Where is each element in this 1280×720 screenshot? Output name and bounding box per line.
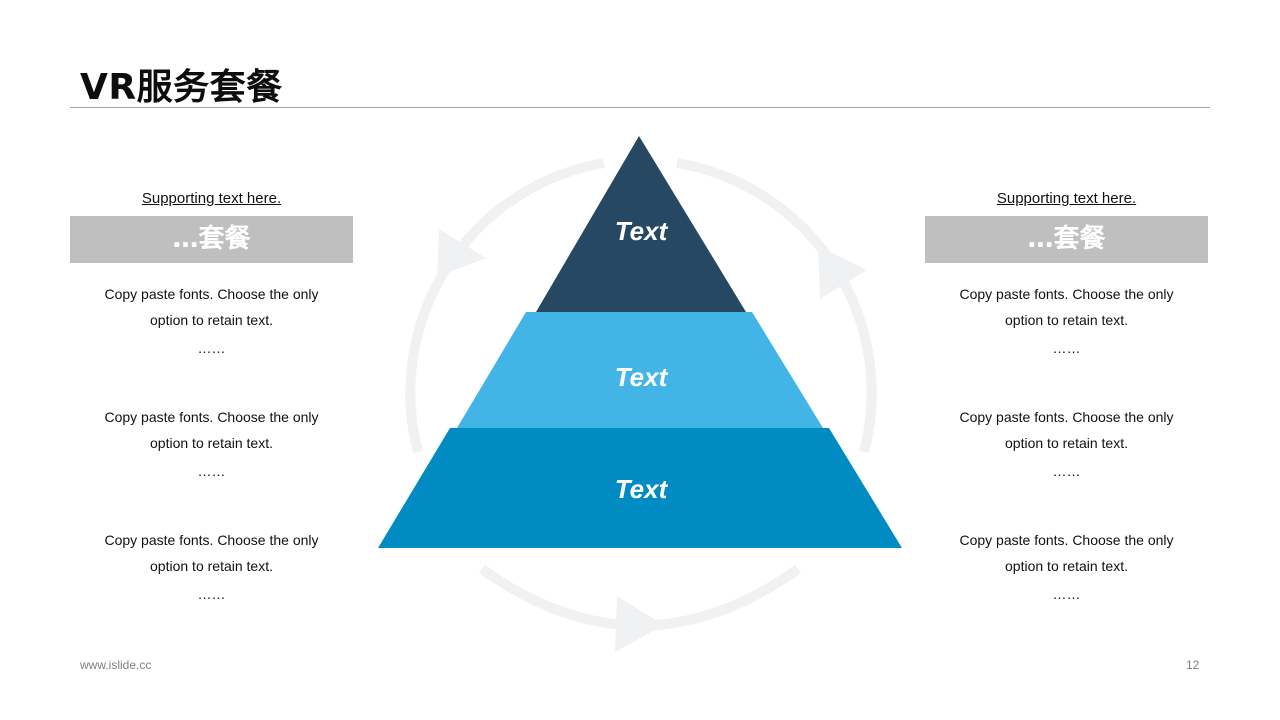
cycle-arrows (405, 158, 877, 652)
left-supporting-text: Supporting text here. (141, 190, 282, 207)
right-ellipsis: …… (1052, 340, 1081, 356)
right-text-block: Copy paste fonts. Choose the only option… (925, 404, 1208, 527)
left-text-block: Copy paste fonts. Choose the only option… (70, 404, 353, 527)
left-text-line-2: option to retain text. (150, 558, 273, 574)
left-text-line-2: option to retain text. (150, 312, 273, 328)
left-text-line-1: Copy paste fonts. Choose the only (104, 286, 319, 302)
left-text-block: Copy paste fonts. Choose the only option… (70, 281, 353, 404)
footer-url: www.islide.cc (80, 658, 152, 672)
right-text-line-2: option to retain text. (1005, 558, 1128, 574)
left-text-line-2: option to retain text. (150, 435, 273, 451)
page-title: VR服务套餐 (80, 67, 283, 108)
right-text-line-2: option to retain text. (1005, 312, 1128, 328)
left-ellipsis: …… (197, 340, 226, 356)
left-ellipsis: …… (197, 463, 226, 479)
right-text-line-1: Copy paste fonts. Choose the only (959, 532, 1174, 548)
pyramid-tier-bottom-label: Text (615, 474, 669, 504)
right-text-block: Copy paste fonts. Choose the only option… (925, 527, 1208, 650)
left-panel: Supporting text here. …套餐 Copy paste fon… (70, 188, 353, 650)
left-banner: …套餐 (70, 216, 353, 263)
left-text-line-1: Copy paste fonts. Choose the only (104, 532, 319, 548)
left-text-block: Copy paste fonts. Choose the only option… (70, 527, 353, 650)
right-text-block: Copy paste fonts. Choose the only option… (925, 281, 1208, 404)
right-ellipsis: …… (1052, 586, 1081, 602)
right-banner: …套餐 (925, 216, 1208, 263)
right-text-line-1: Copy paste fonts. Choose the only (959, 409, 1174, 425)
right-text-line-2: option to retain text. (1005, 435, 1128, 451)
right-text-line-1: Copy paste fonts. Choose the only (959, 286, 1174, 302)
right-ellipsis: …… (1052, 463, 1081, 479)
pyramid-tier-top-label: Text (615, 216, 669, 246)
pyramid-tier-middle-label: Text (615, 362, 669, 392)
right-panel: Supporting text here. …套餐 Copy paste fon… (925, 188, 1208, 650)
cycle-arrowhead-right (818, 246, 867, 299)
title-divider (70, 107, 1210, 108)
cycle-arrowhead-left (437, 229, 486, 277)
pyramid-tier-bottom (378, 428, 902, 548)
right-supporting-text: Supporting text here. (996, 190, 1137, 207)
pyramid-tier-top (536, 136, 746, 312)
left-text-line-1: Copy paste fonts. Choose the only (104, 409, 319, 425)
page-number: 12 (1186, 658, 1200, 672)
pyramid-tier-middle (457, 312, 823, 428)
cycle-arrowhead-bottom (615, 596, 664, 652)
left-ellipsis: …… (197, 586, 226, 602)
